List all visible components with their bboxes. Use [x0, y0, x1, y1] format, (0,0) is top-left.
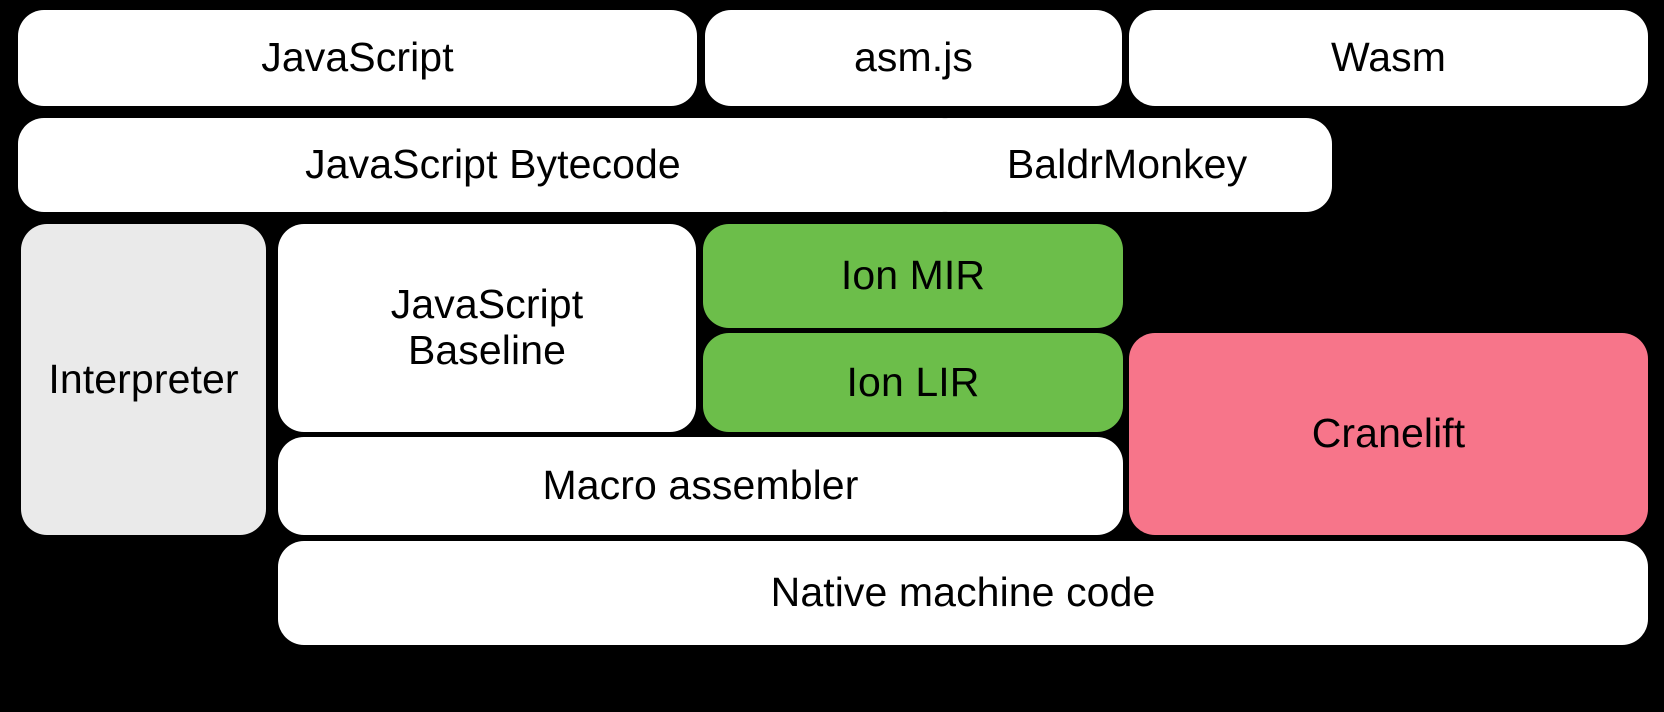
node-ion-lir: Ion LIR [703, 333, 1123, 432]
node-javascript-baseline: JavaScript Baseline [278, 224, 696, 432]
node-asm-js: asm.js [705, 10, 1122, 106]
node-baldrmonkey: BaldrMonkey [922, 118, 1332, 212]
node-native-machine-code: Native machine code [278, 541, 1648, 645]
node-javascript-bytecode: JavaScript Bytecode [18, 118, 968, 212]
node-ion-mir: Ion MIR [703, 224, 1123, 328]
node-javascript: JavaScript [18, 10, 697, 106]
node-macro-assembler: Macro assembler [278, 437, 1123, 535]
node-interpreter: Interpreter [21, 224, 266, 535]
node-wasm: Wasm [1129, 10, 1648, 106]
node-cranelift: Cranelift [1129, 333, 1648, 535]
